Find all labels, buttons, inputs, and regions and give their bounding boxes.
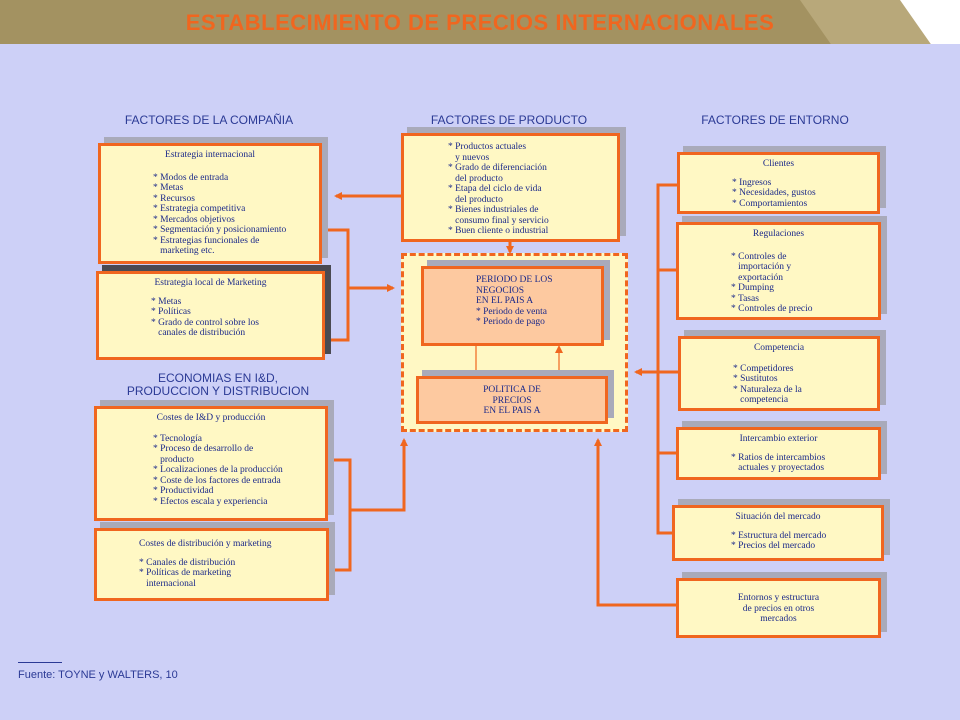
box-regulaciones: Regulaciones * Controles de importación … (676, 222, 881, 320)
box-line: * Metas (151, 296, 182, 307)
box-line: mercados (760, 614, 797, 624)
box-line: * Ingresos (732, 177, 772, 188)
box-line: * Productos actuales (448, 142, 527, 152)
box-line: * Mercados objetivos (153, 214, 235, 225)
box-line: EN EL PAIS A (476, 296, 534, 306)
box-line: * Comportamientos (732, 198, 808, 209)
box-line: * Canales de distribución (139, 557, 236, 568)
heading-economies: ECONOMIAS EN I&D, PRODUCCION Y DISTRIBUC… (98, 372, 338, 398)
box-line: competencia (733, 395, 789, 405)
box-line: importación y (731, 262, 792, 272)
box-line: internacional (139, 578, 196, 589)
box-factores-producto: * Productos actuales y nuevos * Grado de… (401, 133, 620, 242)
box-line: * Buen cliente o industrial (448, 226, 549, 236)
box-title: Intercambio exterior (739, 434, 818, 444)
box-line: de precios en otros (742, 603, 815, 614)
heading-economies-line1: ECONOMIAS EN I&D, (157, 371, 279, 385)
box-line: consumo final y servicio (448, 215, 549, 226)
box-line: * Controles de (731, 251, 787, 262)
box-title: Estrategia internacional (165, 150, 255, 160)
box-line: canales de distribución (151, 328, 246, 338)
heading-company-factors: FACTORES DE LA COMPAÑIA (124, 113, 294, 127)
box-line: * Estructura del mercado (731, 530, 827, 541)
box-line: * Proceso de desarrollo de (153, 444, 254, 454)
box-title: Clientes (762, 159, 795, 169)
box-title: Costes de distribución y marketing (139, 539, 272, 549)
box-line: actuales y proyectados (731, 463, 825, 473)
box-clientes: Clientes * Ingresos * Necesidades, gusto… (677, 152, 880, 214)
box-line: del producto (448, 173, 503, 184)
box-line: * Tecnología (153, 433, 203, 444)
box-line: EN EL PAIS A (483, 406, 541, 416)
box-line: * Necesidades, gustos (732, 188, 816, 198)
box-line: y nuevos (448, 152, 490, 163)
title-bar (0, 0, 888, 44)
box-line: * Estrategias funcionales de (153, 235, 260, 246)
box-line: * Metas (153, 183, 184, 193)
box-periodo-negocios: PERIODO DE LOS NEGOCIOS EN EL PAIS A * P… (421, 266, 604, 346)
box-line: * Competidores (733, 363, 794, 374)
box-line: PERIODO DE LOS (476, 275, 553, 285)
box-costes-distribucion: Costes de distribución y marketing * Can… (94, 528, 329, 601)
box-line: * Segmentación y posicionamiento (153, 225, 287, 235)
box-line: * Naturaleza de la (733, 384, 802, 395)
box-line: * Dumping (731, 283, 775, 293)
box-situacion-mercado: Situación del mercado * Estructura del m… (672, 505, 884, 561)
box-line: * Coste de los factores de entrada (153, 475, 281, 486)
box-line: NEGOCIOS (476, 285, 525, 296)
box-line: * Ratios de intercambios (731, 452, 826, 463)
box-line: * Controles de precio (731, 304, 813, 314)
heading-environment-factors: FACTORES DE ENTORNO (701, 113, 849, 127)
box-line: * Modos de entrada (153, 172, 229, 183)
box-line: * Etapa del ciclo de vida (448, 184, 542, 194)
box-line: PRECIOS (492, 395, 532, 406)
box-line: * Recursos (153, 193, 195, 204)
page-title: ESTABLECIMIENTO DE PRECIOS INTERNACIONAL… (185, 10, 775, 35)
box-title: Estrategia local de Marketing (154, 278, 267, 288)
heading-product-factors: FACTORES DE PRODUCTO (430, 113, 588, 127)
box-line: * Bienes industriales de (448, 205, 539, 215)
box-line: exportación (731, 272, 783, 283)
box-title: Regulaciones (752, 229, 805, 239)
box-line: * Políticas de marketing (139, 568, 232, 578)
box-line: * Precios del mercado (731, 541, 816, 551)
box-politica-precios: POLITICA DE PRECIOS EN EL PAIS A (416, 376, 608, 424)
box-line: * Periodo de pago (476, 317, 545, 327)
box-intercambio-exterior: Intercambio exterior * Ratios de interca… (676, 427, 881, 480)
box-title: Situación del mercado (735, 512, 821, 522)
box-line: marketing etc. (153, 246, 215, 256)
box-title: Costes de I&D y producción (156, 413, 266, 423)
source-note: Fuente: TOYNE y WALTERS, 10 (18, 669, 178, 681)
box-estrategia-local: Estrategia local de Marketing * Metas * … (96, 271, 325, 360)
box-entornos-otros-mercados: Entornos y estructura de precios en otro… (676, 578, 881, 638)
box-line: del producto (448, 194, 503, 205)
box-line: producto (153, 454, 194, 465)
box-line: * Productividad (153, 486, 214, 496)
box-line: POLITICA DE (483, 385, 541, 395)
box-title: Competencia (753, 343, 805, 353)
box-line: * Grado de control sobre los (151, 317, 259, 328)
heading-economies-line2: PRODUCCION Y DISTRIBUCION (126, 384, 310, 398)
source-rule (18, 662, 62, 663)
box-line: * Efectos escala y experiencia (153, 496, 268, 507)
box-line: * Tasas (731, 293, 759, 304)
box-line: * Políticas (151, 307, 191, 317)
box-estrategia-internacional: Estrategia internacional * Modos de entr… (98, 143, 322, 264)
box-costes-id-produccion: Costes de I&D y producción * Tecnología … (94, 406, 328, 521)
box-line: * Estrategia competitiva (153, 204, 246, 214)
box-line: * Sustitutos (733, 374, 778, 384)
box-line: * Periodo de venta (476, 306, 547, 317)
box-line: * Grado de diferenciación (448, 163, 547, 173)
box-competencia: Competencia * Competidores * Sustitutos … (678, 336, 880, 411)
box-line: Entornos y estructura (737, 593, 820, 603)
box-line: * Localizaciones de la producción (153, 465, 283, 475)
